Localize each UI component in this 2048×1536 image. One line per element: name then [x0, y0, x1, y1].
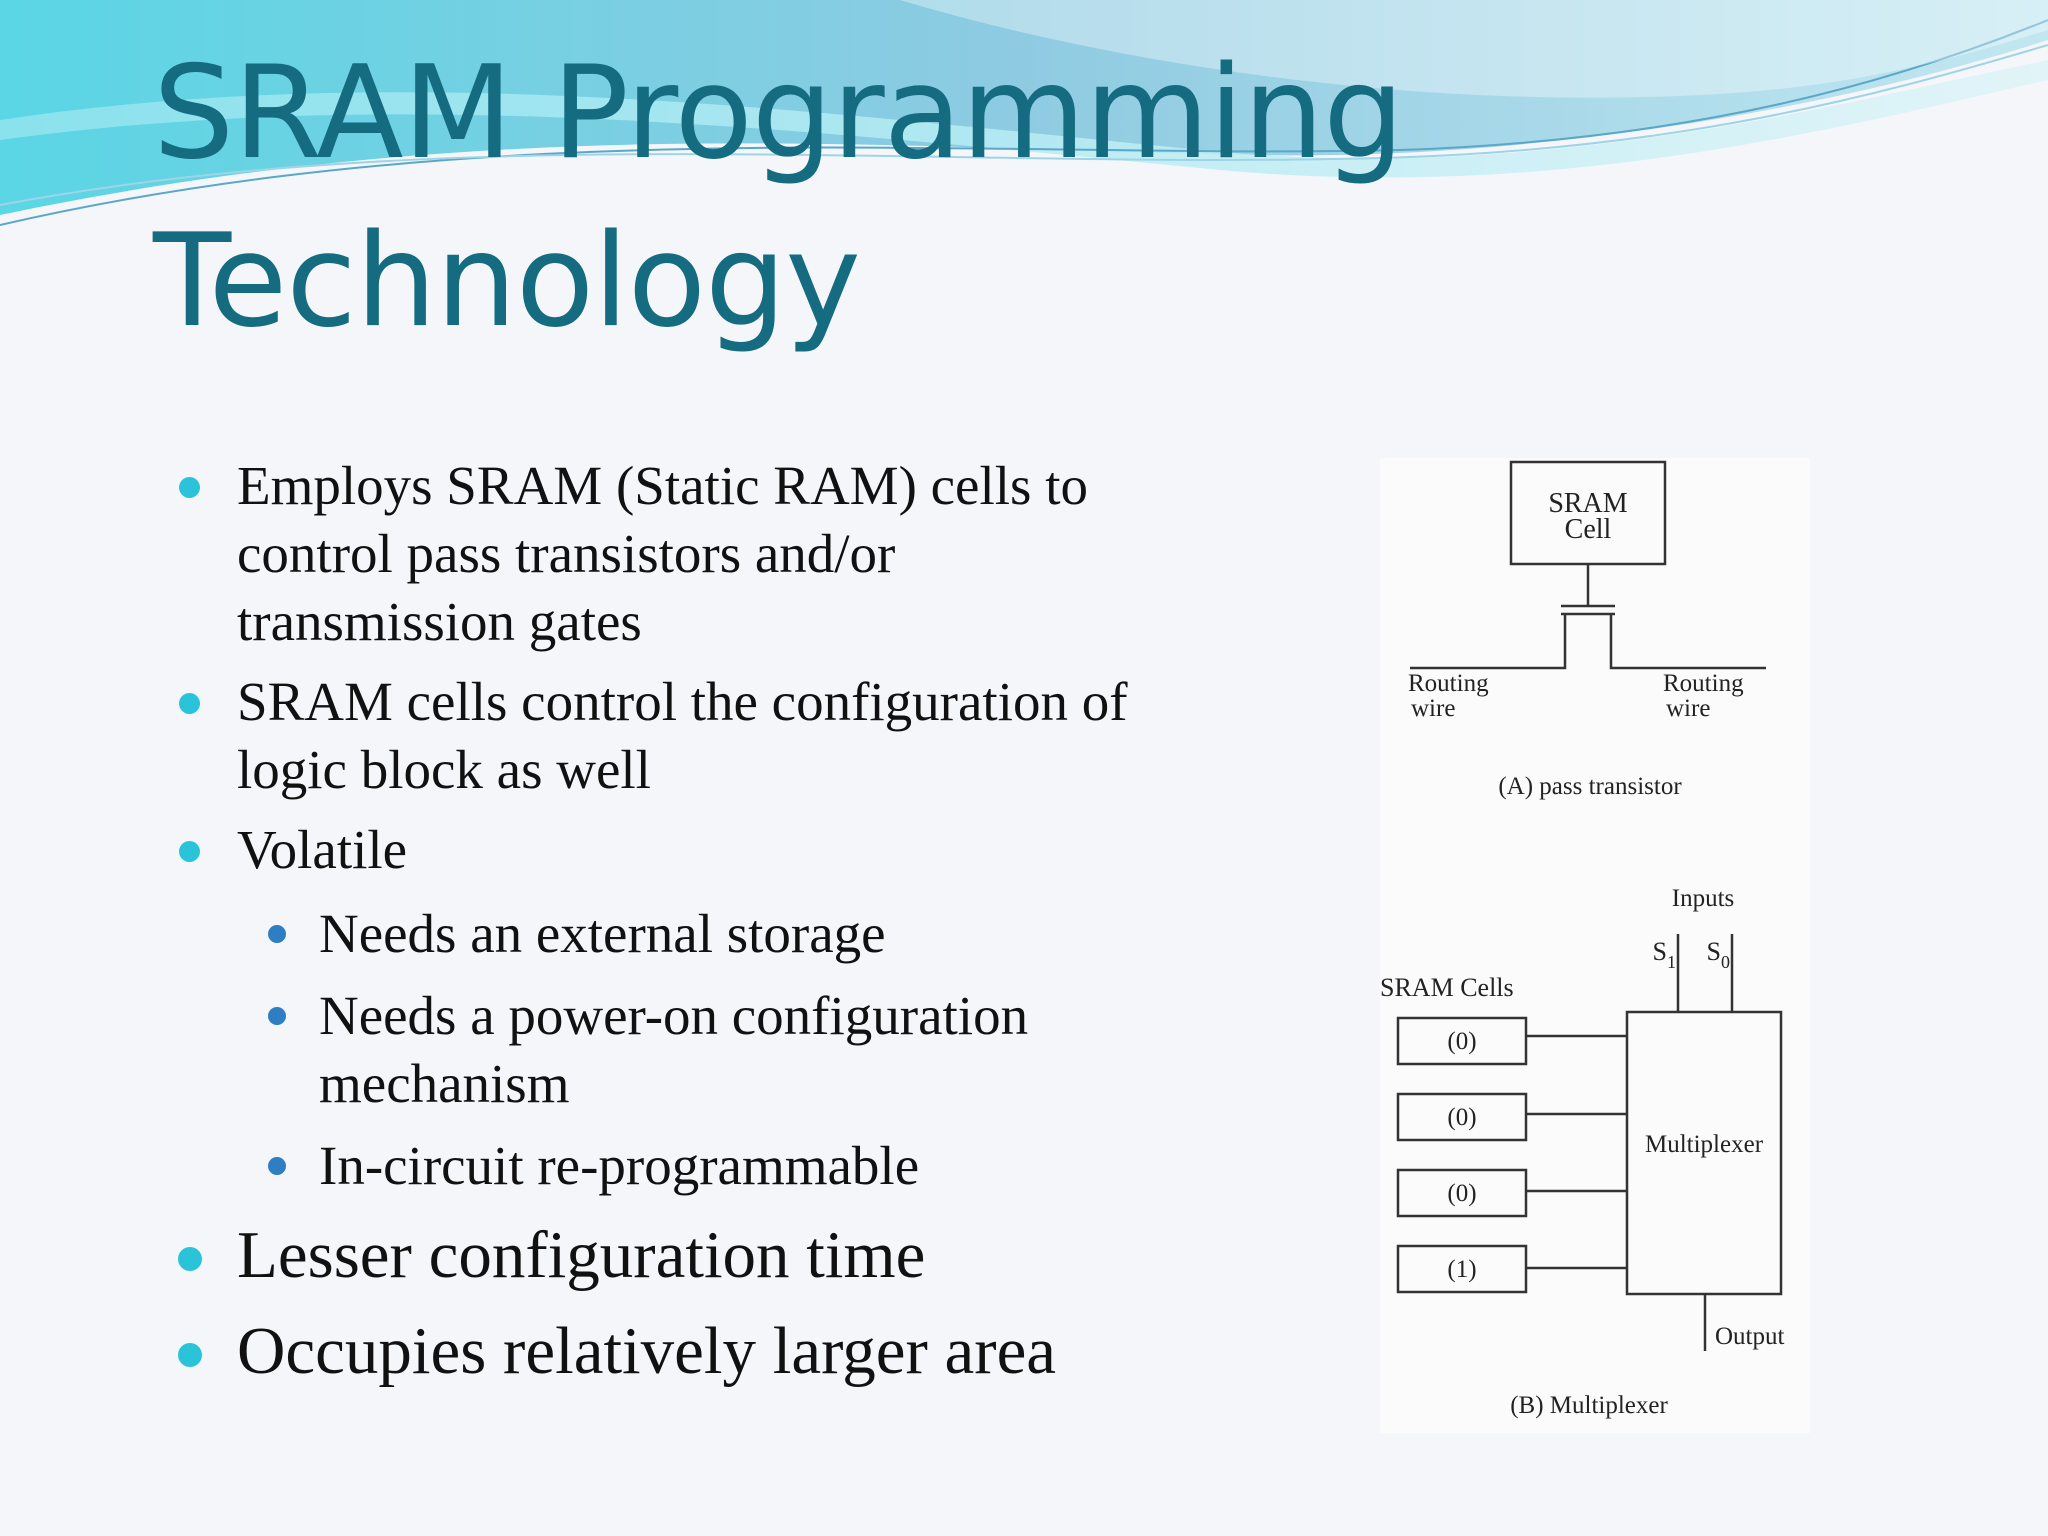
select-s0-label: S0 [1707, 937, 1730, 972]
caption-a: (A) pass transistor [1498, 773, 1682, 800]
routing-wire-label: Routing [1408, 670, 1489, 697]
bullet-text: Volatile [237, 819, 408, 880]
bullet-list: Employs SRAM (Static RAM) cells to contr… [175, 452, 1175, 1404]
sub-bullet-text: In-circuit re-programmable [319, 1135, 920, 1196]
sub-bullet-dot-icon [268, 1007, 286, 1025]
sram-cell-1 [1396, 1092, 1528, 1142]
bullet-text: SRAM cells control the configuration of … [237, 671, 1128, 800]
sram-cells-label: SRAM Cells [1380, 973, 1514, 1002]
bullet-dot-icon [179, 477, 200, 498]
cell-value: (0) [1447, 1028, 1476, 1055]
sub-bullet-dot-icon [268, 1157, 286, 1175]
bullet-text: Employs SRAM (Static RAM) cells to contr… [237, 455, 1088, 652]
sram-diagram-svg: SRAM Cell Routing wire Routing wire (A) … [1380, 460, 1785, 1419]
select-s1-label: S1 [1653, 937, 1676, 972]
routing-wire-left [1410, 614, 1567, 670]
bullet-item: Employs SRAM (Static RAM) cells to contr… [175, 452, 1175, 656]
output-label: Output [1715, 1323, 1785, 1350]
sub-bullet-group: Needs an external storage Needs a power-… [175, 900, 1175, 1200]
sub-bullet-text: Needs an external storage [319, 903, 886, 964]
sub-bullet-list: Needs an external storage Needs a power-… [175, 900, 1175, 1200]
bullet-item: SRAM cells control the configuration of … [175, 668, 1175, 804]
bullet-item: Volatile [175, 816, 1175, 884]
bullet-dot-icon [178, 1343, 202, 1367]
sram-diagram: SRAM Cell Routing wire Routing wire (A) … [1380, 458, 1810, 1433]
routing-wire-label: wire [1411, 695, 1455, 722]
cell-value: (0) [1447, 1104, 1476, 1131]
sram-cell-label: Cell [1565, 514, 1612, 545]
bullet-text: Lesser configuration time [237, 1218, 926, 1292]
bullet-dot-icon [179, 693, 200, 714]
multiplexer-label: Multiplexer [1645, 1131, 1764, 1158]
cell-value: (1) [1447, 1256, 1476, 1283]
caption-b: (B) Multiplexer [1510, 1392, 1668, 1419]
sram-cell-label: SRAM [1548, 488, 1627, 519]
routing-wire-label: Routing [1663, 670, 1744, 697]
slide-title: SRAM Programming Technology [153, 30, 1453, 366]
title-line-2: Technology [153, 207, 861, 356]
bullet-item: Lesser configuration time [175, 1214, 1175, 1296]
sub-bullet-dot-icon [268, 925, 286, 943]
bullet-text: Occupies relatively larger area [237, 1314, 1057, 1388]
sub-bullet-item: Needs a power-on configuration mechanism [175, 982, 1175, 1118]
title-line-1: SRAM Programming [153, 39, 1404, 188]
sram-cell-2 [1396, 1168, 1528, 1218]
bullet-dot-icon [179, 841, 200, 862]
sub-bullet-text: Needs a power-on configuration mechanism [319, 985, 1029, 1114]
sub-bullet-item: Needs an external storage [175, 900, 1175, 968]
header-wave-decoration [0, 0, 2048, 226]
inputs-label: Inputs [1672, 885, 1735, 912]
bullet-item: Occupies relatively larger area [175, 1310, 1175, 1392]
routing-wire-label: wire [1666, 695, 1710, 722]
sram-cell-0 [1396, 1016, 1528, 1066]
routing-wire-right [1609, 614, 1766, 670]
sub-bullet-item: In-circuit re-programmable [175, 1132, 1175, 1200]
cell-value: (0) [1447, 1180, 1476, 1207]
bullet-dot-icon [178, 1247, 202, 1271]
